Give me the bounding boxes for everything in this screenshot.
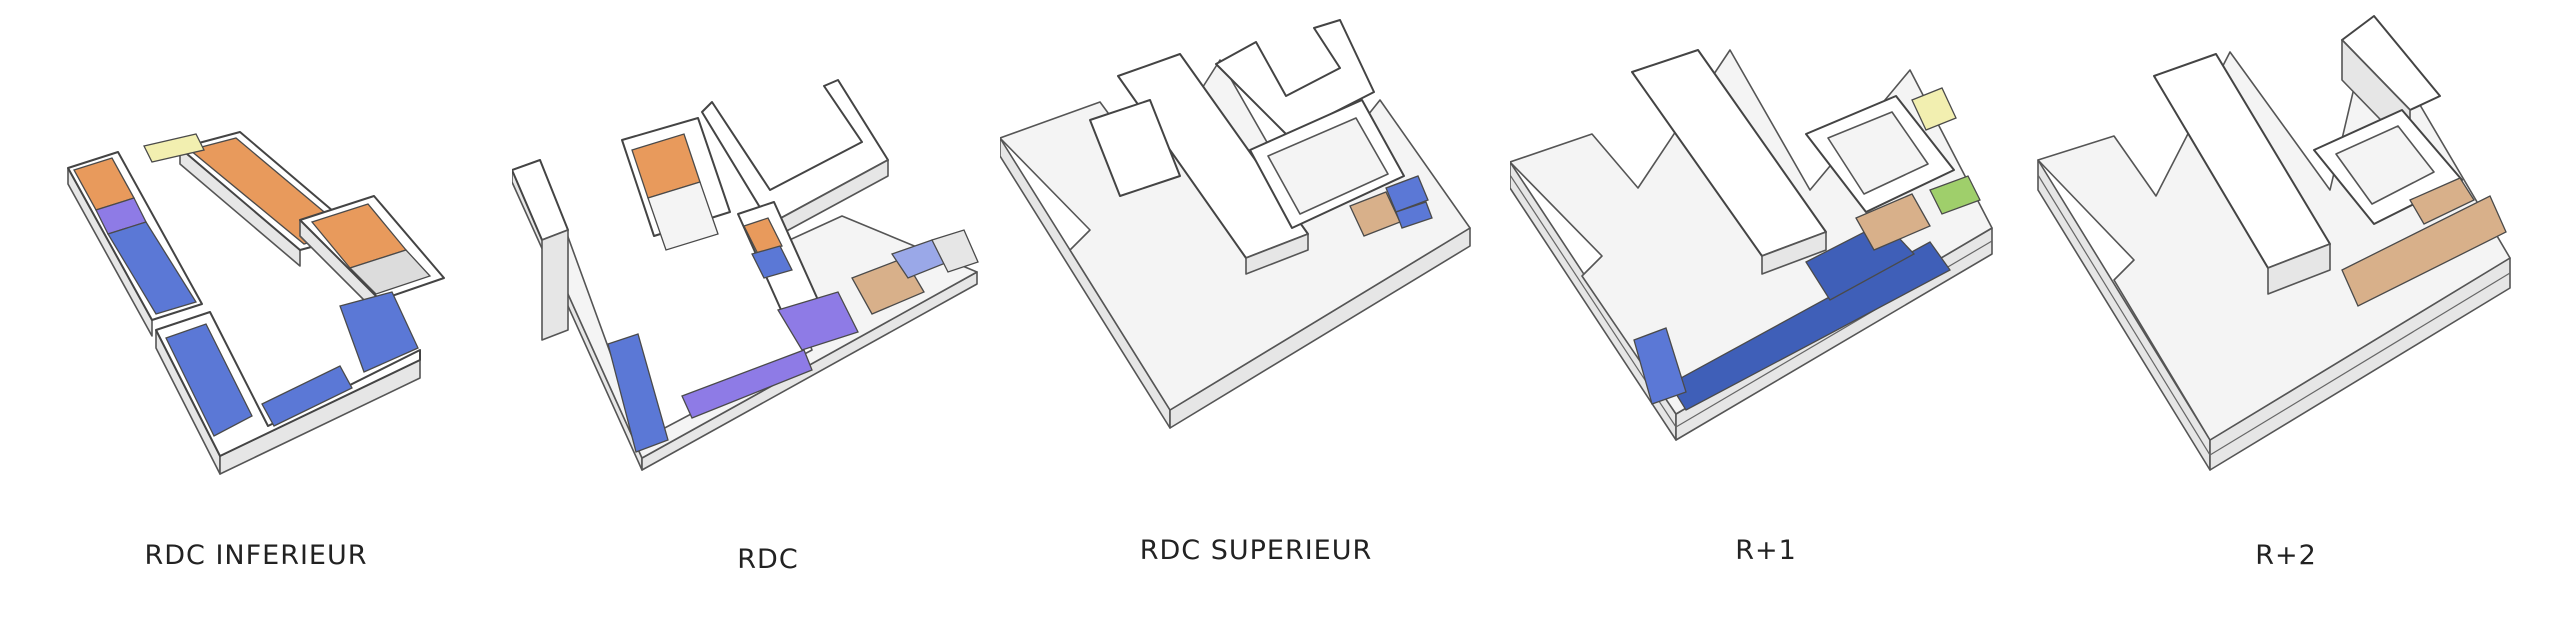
plan-rdc-superieur: RDC SUPERIEUR <box>1000 0 1512 629</box>
spine-north-side <box>1245 233 1309 275</box>
rooms-blue-left <box>107 221 198 315</box>
plan-label: RDC SUPERIEUR <box>1139 535 1373 566</box>
plan-r1: R+1 <box>1510 0 2022 629</box>
room-yellow-top <box>143 133 205 163</box>
plan-rdc-drawing <box>512 79 979 471</box>
courtyard-inner <box>1827 111 1929 195</box>
rooms-tan-small <box>2409 177 2475 225</box>
plan-label: RDC INFERIEUR <box>144 540 368 571</box>
spine-side <box>1761 231 1827 275</box>
plan-r1-drawing <box>1510 49 1993 441</box>
floor-line-1 <box>2037 174 2211 456</box>
box-left <box>1089 99 1181 197</box>
courtyard-inner <box>2335 125 2435 205</box>
rooms-blue-bottom-left <box>165 323 253 437</box>
rooms-blue-left <box>607 333 669 453</box>
plan-label: RDC <box>737 544 799 575</box>
floor-line-2 <box>2209 272 2511 456</box>
box-courtyard-inner <box>1267 117 1389 215</box>
rooms-yellow <box>1911 87 1957 131</box>
plan-rdc-inferieur: RDC INFERIEUR <box>0 0 512 629</box>
rooms-tan <box>2341 195 2507 307</box>
rooms-blue-bottom-end <box>339 291 419 373</box>
rooms-blue-small <box>1395 201 1433 229</box>
plan-rdc: RDC <box>512 0 1024 629</box>
room-gray-right <box>931 229 979 273</box>
plan-label: R+2 <box>2255 540 2317 571</box>
rooms-violet-center <box>777 291 859 351</box>
rooms-blue-corner <box>1633 327 1687 405</box>
room-white-upper <box>647 181 719 251</box>
rooms-orange-middle <box>743 217 783 255</box>
rooms-blue-middle <box>751 245 793 279</box>
room-gray-right <box>348 249 432 295</box>
plan-rdc-inferieur-drawing <box>67 131 445 475</box>
wing-north <box>701 79 889 225</box>
plan-rdc-superieur-drawing <box>1000 19 1471 429</box>
rooms-green <box>1929 175 1981 215</box>
plan-r2-drawing <box>2037 15 2511 471</box>
rooms-violet-bottom <box>681 349 813 419</box>
plan-r2: R+2 <box>2030 0 2542 629</box>
rooms-tan-right <box>1855 193 1931 251</box>
spine-side <box>2267 243 2331 295</box>
rooms-blue-bottom-right <box>261 365 353 427</box>
rooms-blue <box>1385 175 1429 213</box>
wing-left-depth <box>541 229 569 341</box>
plan-label: R+1 <box>1735 535 1797 566</box>
